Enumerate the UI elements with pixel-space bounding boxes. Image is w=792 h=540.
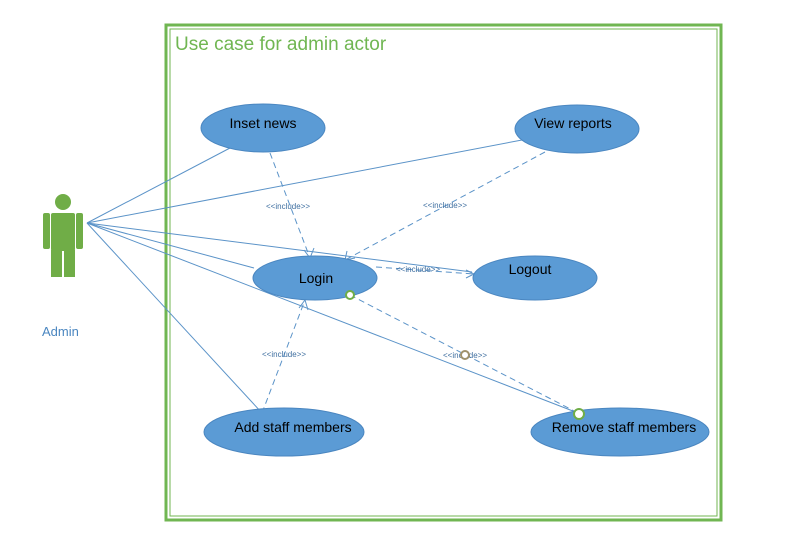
- actor-admin[interactable]: [43, 194, 83, 277]
- use-case-logout[interactable]: Logout: [472, 255, 598, 301]
- include-label-add-staff: <<include>>: [262, 350, 306, 359]
- dep-inset-news-login: [269, 152, 311, 259]
- connector-marker-login: [345, 290, 355, 300]
- use-case-inset-news-label: Inset news: [230, 115, 297, 131]
- assoc-inset-news: [86, 147, 231, 224]
- assoc-view-reports: [86, 139, 523, 224]
- dep-login-remove-staff: [349, 294, 579, 414]
- assoc-add-staff: [86, 222, 263, 414]
- dep-login-logout: [375, 266, 475, 275]
- actor-right-arm: [76, 213, 83, 249]
- use-case-add-staff-label: Add staff members: [234, 419, 351, 435]
- actor-right-leg: [64, 250, 75, 277]
- actor-left-arm: [43, 213, 50, 249]
- connector-marker-midpoint: [460, 350, 470, 360]
- system-boundary-inner: [169, 28, 718, 517]
- actor-associations: [86, 139, 579, 414]
- assoc-login: [86, 222, 255, 269]
- system-boundary: [164, 23, 723, 522]
- actor-body: [51, 213, 75, 251]
- include-label-inset-news: <<include>>: [266, 202, 310, 211]
- use-case-view-reports-label: View reports: [534, 115, 612, 131]
- use-case-inset-news[interactable]: Inset news: [200, 103, 326, 153]
- actor-label: Admin: [42, 324, 79, 339]
- assoc-remove-staff: [86, 222, 579, 414]
- actor-left-leg: [51, 250, 62, 277]
- include-label-logout: <<include>>: [396, 265, 440, 274]
- connector-marker-remove-staff: [573, 408, 585, 420]
- diagram-title: Use case for admin actor: [175, 34, 387, 55]
- use-case-logout-label: Logout: [509, 261, 552, 277]
- assoc-logout: [86, 222, 473, 273]
- use-case-login-label: Login: [299, 270, 333, 286]
- use-case-login[interactable]: Login: [252, 255, 378, 301]
- use-case-add-staff[interactable]: Add staff members: [203, 407, 365, 457]
- use-case-remove-staff-label: Remove staff members: [552, 419, 696, 435]
- actor-head: [55, 194, 71, 210]
- include-label-view-reports: <<include>>: [423, 201, 467, 210]
- use-case-view-reports[interactable]: View reports: [514, 104, 640, 154]
- use-case-remove-staff[interactable]: Remove staff members: [530, 407, 710, 457]
- dep-add-staff-login: [261, 299, 306, 414]
- dep-view-reports-login: [344, 151, 546, 261]
